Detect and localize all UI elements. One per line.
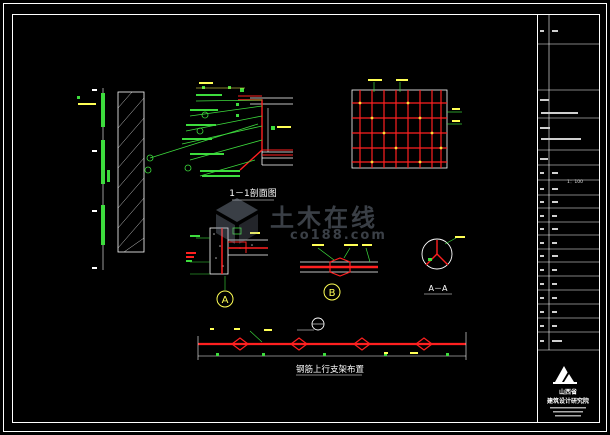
section-1-1: 1－1剖面图 xyxy=(77,82,293,201)
title-block: 1：100 山西省 建筑设计研究院 xyxy=(537,14,600,423)
detail-a: A xyxy=(186,227,268,308)
section-a-a-title: A－A xyxy=(429,284,448,293)
watermark-cn: 土木在线 xyxy=(270,204,378,232)
institute-name-line2: 建筑设计研究院 xyxy=(547,397,589,405)
watermark-en: co188.com xyxy=(290,228,387,243)
institute-logo-icon xyxy=(553,366,577,384)
section-a-a: A－A xyxy=(421,236,465,295)
rebar-grid-plan xyxy=(351,79,462,169)
watermark: 土木在线 co188.com xyxy=(208,196,418,248)
drawing-outer-border xyxy=(3,3,607,432)
wall-elevation xyxy=(92,88,145,270)
detail-b: B xyxy=(300,244,378,301)
rebar-support-plan-title: 钢筋上行支架布置 xyxy=(296,364,365,375)
institute-name-line1: 山西省 xyxy=(559,388,577,396)
section-1-1-title: 1－1剖面图 xyxy=(229,187,276,199)
title-block-scale: 1：100 xyxy=(567,179,583,185)
detail-b-label: B xyxy=(329,288,336,299)
detail-a-label: A xyxy=(222,295,229,306)
rebar-support-plan: 钢筋上行支架布置 xyxy=(197,317,467,376)
watermark-logo-icon xyxy=(216,198,258,244)
